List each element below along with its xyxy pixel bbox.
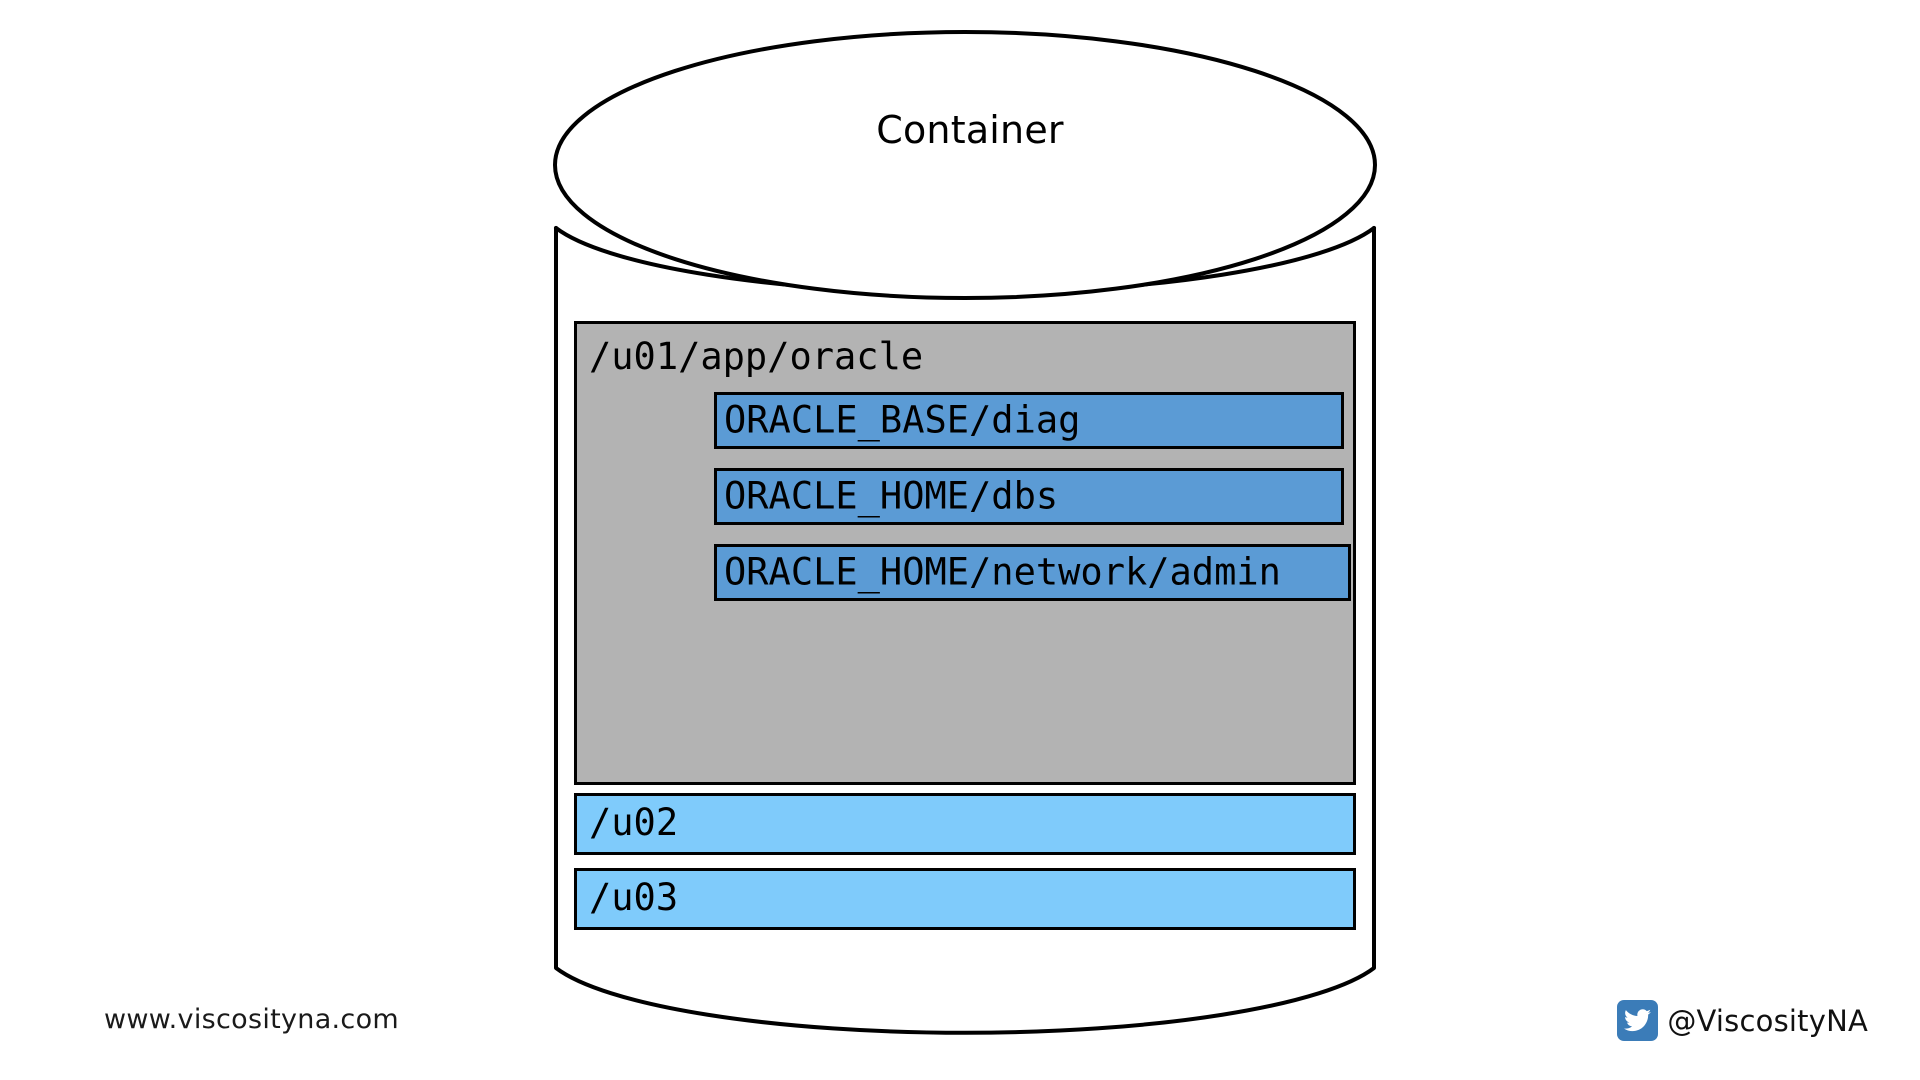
footer-twitter-handle: @ViscosityNA [1667, 1003, 1868, 1038]
mount-u03-label: /u03 [589, 875, 679, 919]
twitter-bird-icon [1617, 1000, 1659, 1041]
oracle-home-dbs-label: ORACLE_HOME/dbs [724, 474, 1059, 518]
footer-website: www.viscosityna.com [104, 1004, 400, 1035]
oracle-base-path-label: /u01/app/oracle [589, 335, 924, 378]
oracle-home-network-admin-box: ORACLE_HOME/network/admin [714, 544, 1351, 601]
mount-u02-box: /u02 [574, 793, 1356, 855]
oracle-home-network-admin-label: ORACLE_HOME/network/admin [724, 550, 1281, 594]
container-title: Container [876, 108, 1064, 152]
footer-social-block: @ViscosityNA [1617, 1000, 1868, 1041]
oracle-home-dbs-box: ORACLE_HOME/dbs [714, 468, 1344, 525]
mount-u02-label: /u02 [589, 800, 679, 844]
oracle-base-diag-box: ORACLE_BASE/diag [714, 392, 1344, 449]
oracle-base-diag-label: ORACLE_BASE/diag [724, 398, 1081, 442]
mount-u03-box: /u03 [574, 868, 1356, 930]
